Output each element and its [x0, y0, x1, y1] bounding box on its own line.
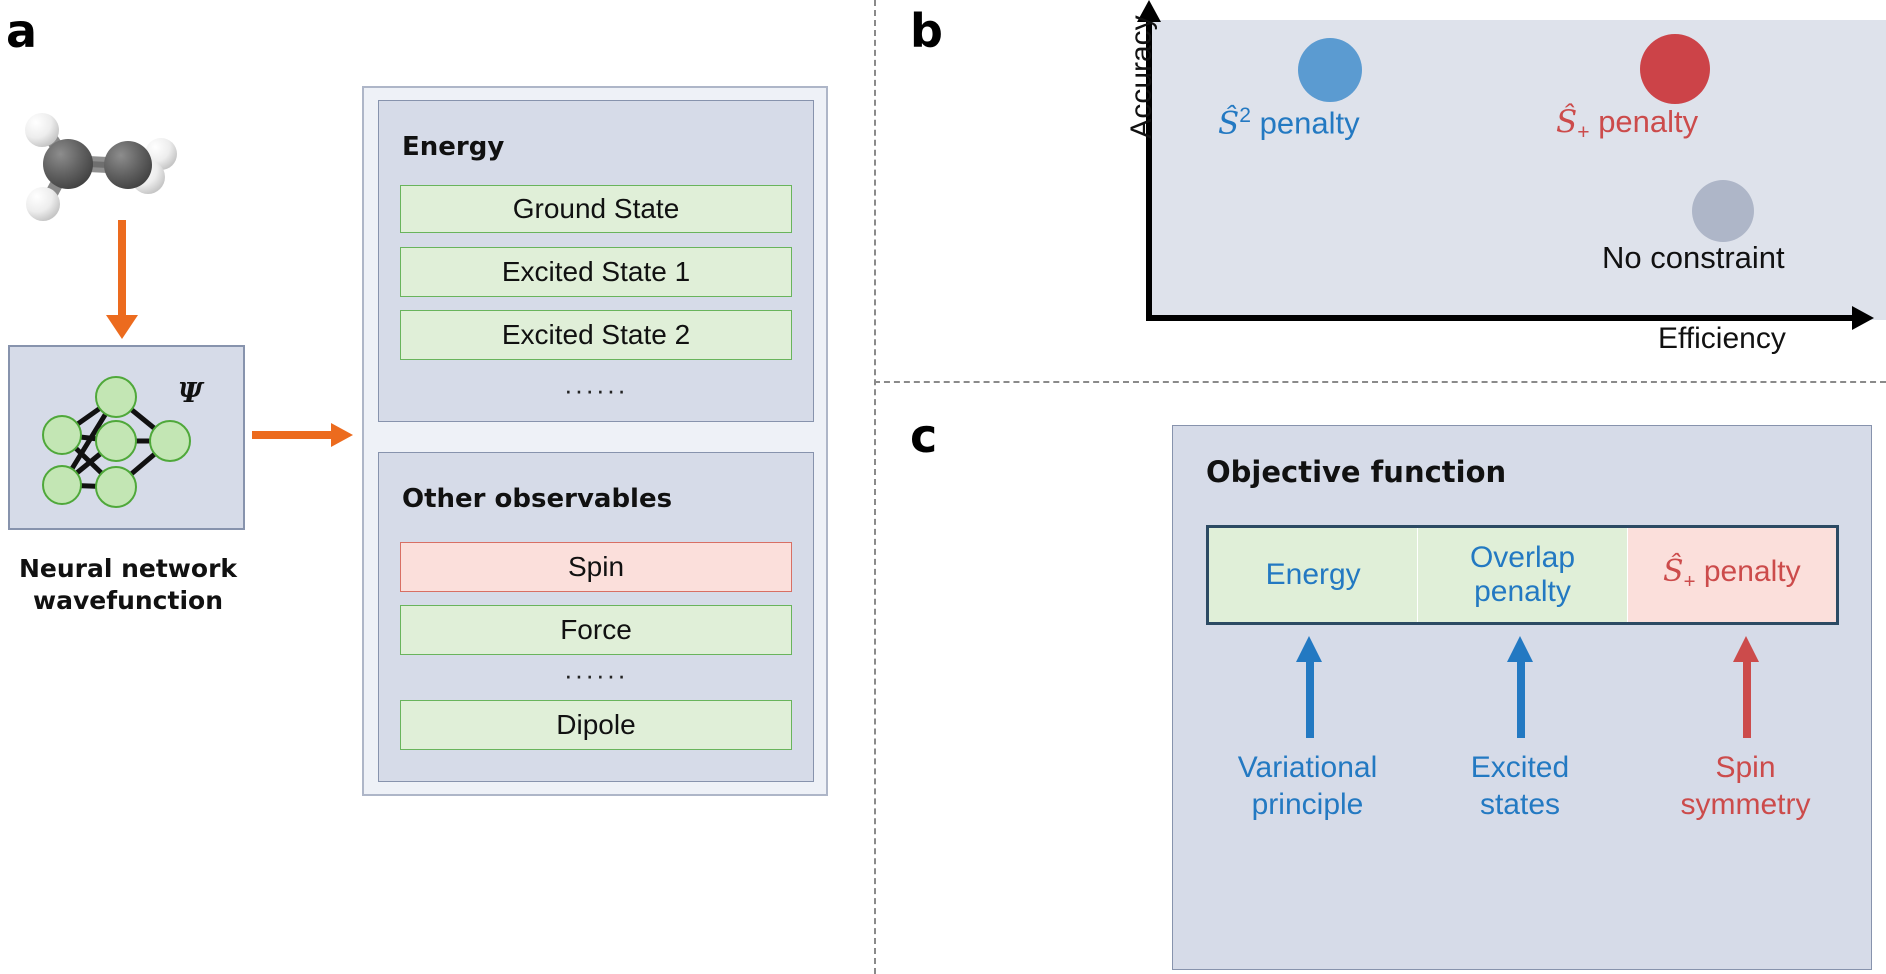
nn-node: [149, 420, 191, 462]
caption-line-1: Neural network: [18, 554, 238, 583]
panel-a-letter: a: [6, 4, 38, 58]
molecule-svg: [25, 113, 177, 221]
panel-a: a: [0, 0, 880, 974]
observables-panel-heading: Other observables: [402, 484, 673, 514]
annotation-variational-line2: principle: [1251, 787, 1364, 821]
annotation-variational-line1: Variational: [1237, 751, 1378, 784]
annotation-spin-line2: symmetry: [1680, 787, 1811, 821]
observables-panel-ellipsis: ······: [564, 660, 628, 690]
objective-cell-overlap-line2: penalty: [1474, 575, 1571, 608]
nn-node: [42, 415, 82, 455]
caption-line-2: wavefunction: [32, 586, 223, 615]
objective-cell-energy[interactable]: Energy: [1209, 528, 1418, 622]
s-hat-symbol: Ŝ: [1218, 105, 1240, 142]
observable-item-spin[interactable]: Spin: [400, 542, 792, 592]
observable-item-dipole[interactable]: Dipole: [400, 700, 792, 750]
carbon-atom: [104, 141, 152, 189]
hydrogen-atom: [25, 113, 59, 147]
panel-b: b: [874, 0, 1886, 381]
accuracy-efficiency-plot-area: [1148, 20, 1886, 320]
bubble-label-s2-penalty: Ŝ2 penalty: [1218, 104, 1360, 141]
energy-panel-ellipsis: ······: [564, 375, 628, 405]
y-axis-arrow-icon: [1137, 0, 1161, 22]
horizontal-divider: [874, 381, 1886, 383]
objective-function-title: Objective function: [1206, 455, 1507, 489]
annotation-excited-line2: states: [1479, 787, 1561, 821]
hydrogen-atom: [26, 187, 60, 221]
vertical-divider: [874, 0, 876, 974]
annotation-arrow-head-spin-icon: [1733, 636, 1759, 662]
observable-item-force[interactable]: Force: [400, 605, 792, 655]
annotation-excited-line1: Excited: [1470, 751, 1570, 784]
energy-item-ground-state[interactable]: Ground State: [400, 185, 792, 233]
penalty-word: penalty: [1598, 104, 1699, 139]
arrow-down-shaft: [118, 220, 126, 320]
arrow-right-shaft: [252, 431, 334, 439]
bubble-no-constraint[interactable]: [1692, 180, 1754, 242]
energy-item-excited-state-1[interactable]: Excited State 1: [400, 247, 792, 297]
panel-c-letter: c: [910, 409, 938, 463]
objective-cell-overlap-line1: Overlap: [1469, 540, 1576, 574]
annotation-label-variational-principle: Variational principle: [1200, 750, 1415, 823]
arrow-down-head-icon: [106, 315, 138, 339]
neural-network-box: [8, 345, 245, 530]
bubble-s2-penalty[interactable]: [1298, 38, 1362, 102]
annotation-arrow-head-variational-icon: [1296, 636, 1322, 662]
annotation-arrow-shaft-spin: [1743, 660, 1751, 738]
panel-b-letter: b: [910, 4, 943, 58]
bubble-label-no-constraint: No constraint: [1602, 240, 1785, 275]
y-axis-label: Accuracy: [1125, 15, 1158, 139]
subscript-plus: +: [1683, 571, 1696, 594]
x-axis-label: Efficiency: [1658, 322, 1786, 355]
neural-network-graph: [42, 376, 191, 508]
y-axis-line: [1146, 18, 1152, 321]
panel-c: c: [874, 381, 1886, 974]
objective-cell-energy-label: Energy: [1265, 557, 1361, 591]
superscript-2: 2: [1239, 104, 1251, 127]
bubble-s-plus-penalty[interactable]: [1640, 34, 1710, 104]
ethylene-molecule-figure: [20, 70, 270, 280]
annotation-arrow-head-excited-icon: [1507, 636, 1533, 662]
bubble-label-s-plus-penalty: Ŝ+ penalty: [1556, 104, 1698, 145]
annotation-label-spin-symmetry: Spin symmetry: [1648, 750, 1843, 823]
energy-panel-heading: Energy: [402, 132, 505, 162]
nn-node: [95, 466, 137, 508]
objective-cell-s-plus-label: penalty: [1703, 555, 1801, 589]
annotation-spin-line1: Spin: [1715, 751, 1776, 784]
s-hat-symbol: Ŝ: [1663, 554, 1684, 590]
x-axis-line: [1146, 315, 1858, 321]
objective-terms-row: Energy Overlap penalty Ŝ+ penalty: [1206, 525, 1839, 625]
neural-network-caption: Neural network wavefunction: [8, 553, 248, 617]
objective-cell-s-plus-penalty[interactable]: Ŝ+ penalty: [1626, 528, 1836, 622]
penalty-word: penalty: [1259, 105, 1360, 141]
carbon-atom: [43, 139, 93, 189]
annotation-arrow-shaft-excited: [1517, 660, 1525, 738]
objective-cell-overlap-penalty[interactable]: Overlap penalty: [1417, 528, 1627, 622]
annotation-arrow-shaft-variational: [1306, 660, 1314, 738]
x-axis-arrow-icon: [1852, 306, 1874, 330]
annotation-label-excited-states: Excited states: [1430, 750, 1610, 823]
s-hat-symbol: Ŝ: [1556, 104, 1578, 140]
energy-item-excited-state-2[interactable]: Excited State 2: [400, 310, 792, 360]
nn-node: [95, 420, 137, 462]
psi-symbol-label: Ψ: [178, 378, 203, 409]
subscript-plus: +: [1577, 121, 1590, 145]
arrow-right-head-icon: [331, 423, 353, 447]
nn-node: [42, 465, 82, 505]
nn-node: [95, 376, 137, 418]
